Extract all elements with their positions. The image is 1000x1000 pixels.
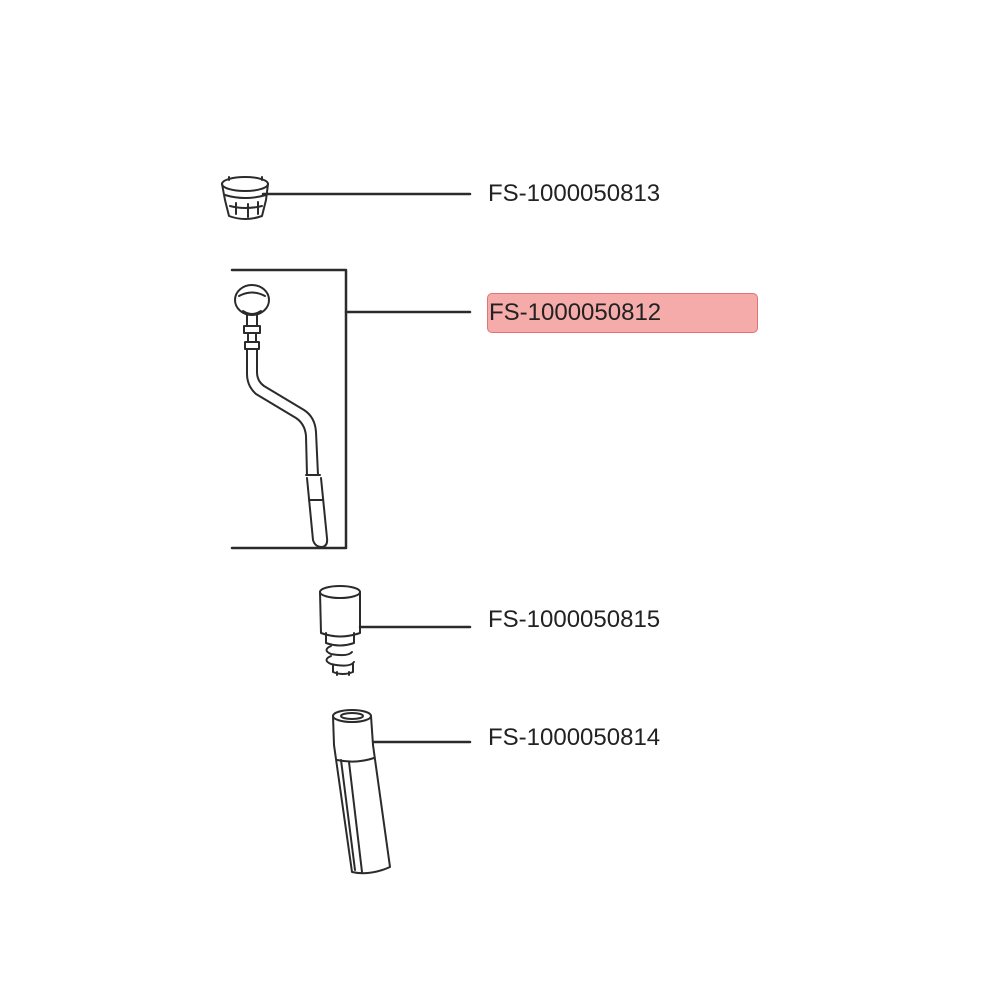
part-label-cap[interactable]: FS-1000050813 <box>488 180 661 207</box>
part-label-tube[interactable]: FS-1000050814 <box>488 724 661 751</box>
cap-icon <box>221 176 269 220</box>
group-bracket <box>230 268 348 550</box>
part-label-connector[interactable]: FS-1000050815 <box>488 606 661 633</box>
steam-pipe-icon <box>234 284 329 548</box>
connector-icon <box>319 585 361 676</box>
part-label-steam-pipe[interactable]: FS-1000050812 <box>487 293 759 333</box>
tube-icon <box>332 709 391 875</box>
